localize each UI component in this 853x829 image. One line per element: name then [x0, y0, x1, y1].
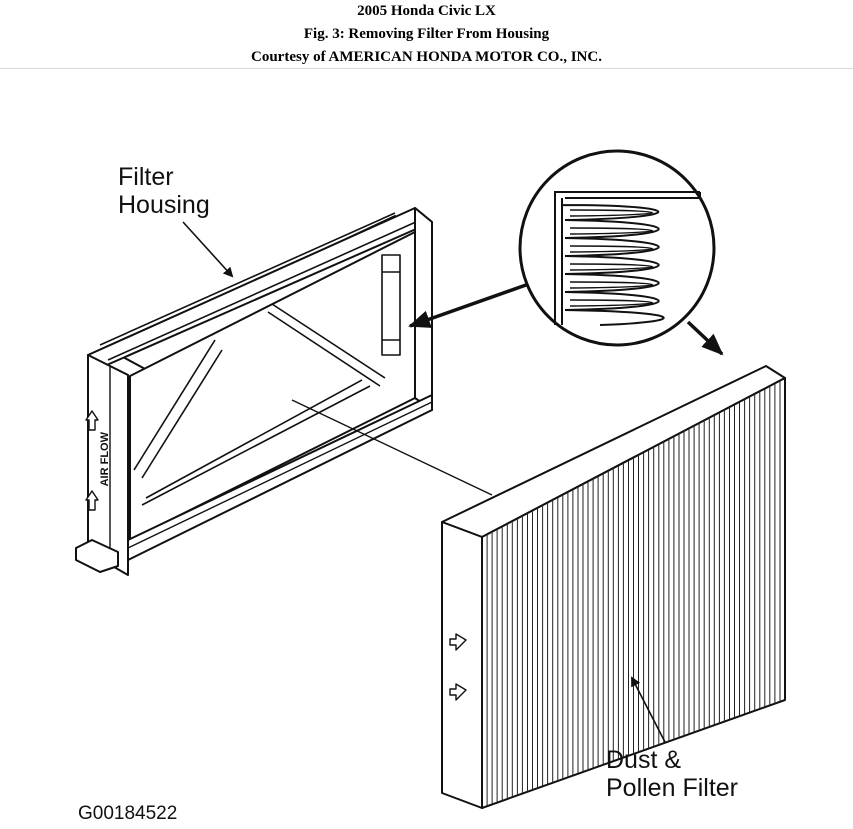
figure-caption: Fig. 3: Removing Filter From Housing: [303, 26, 550, 42]
housing-label-line2: Housing: [118, 191, 210, 219]
housing-label-line1: Filter: [118, 163, 174, 191]
pleat-direction-arrow: [686, 320, 724, 356]
figure-code: G00184522: [78, 803, 177, 824]
housing-side-text: AIR FLOW: [99, 431, 111, 486]
courtesy-line: Courtesy of AMERICAN HONDA MOTOR CO., IN…: [251, 49, 602, 65]
inset-pointer-arrow: [408, 283, 527, 328]
filter-label-line2: Pollen Filter: [606, 774, 738, 802]
filter-leader-arrow: [631, 676, 666, 743]
header-divider: [0, 68, 853, 69]
pleat-detail-inset: [518, 149, 716, 347]
alignment-line: [291, 399, 493, 496]
filter-housing: [75, 207, 433, 576]
page-header: 2005 Honda Civic LX Fig. 3: Removing Fil…: [0, 0, 853, 69]
filter-label-line1: Dust &: [606, 746, 681, 774]
dust-pollen-filter: [441, 365, 786, 809]
header-title: 2005 Honda Civic LX: [357, 3, 496, 19]
housing-leader-arrow: [182, 221, 234, 278]
